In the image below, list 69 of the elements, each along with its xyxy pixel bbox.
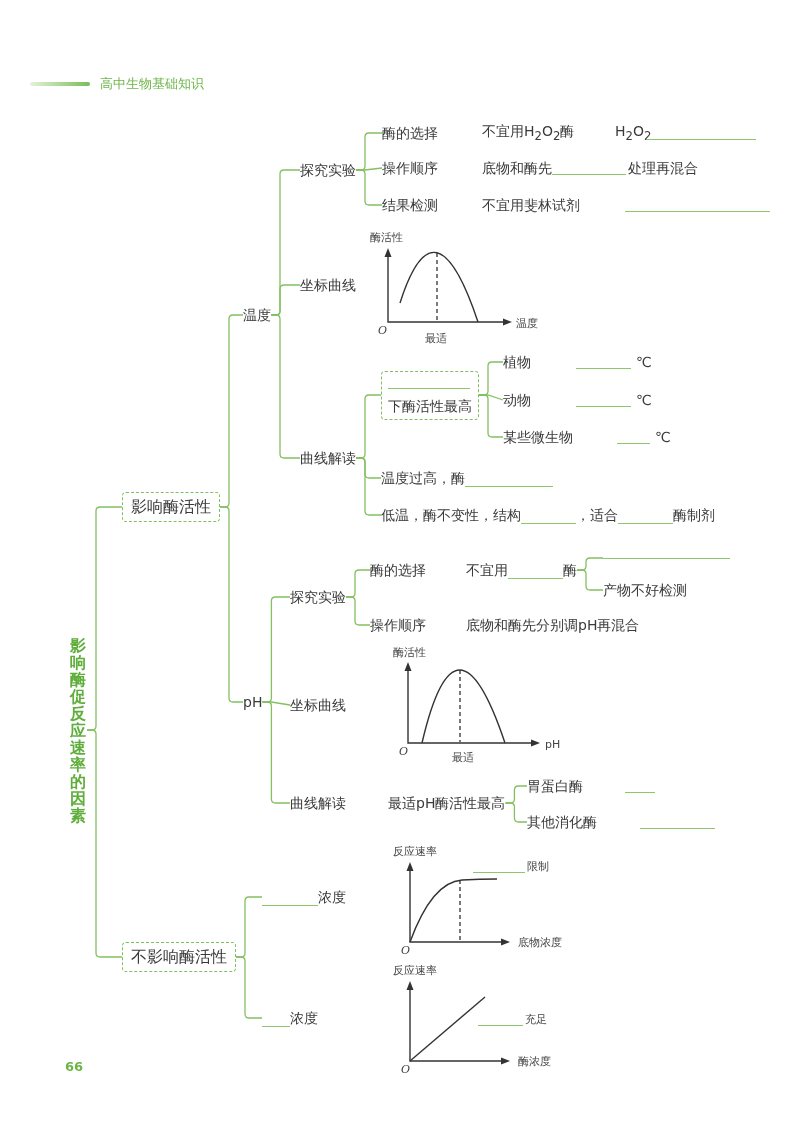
brace-connector [86, 729, 123, 958]
item-label: 操作顺序 [370, 616, 426, 634]
unit-label: ℃ [655, 428, 671, 446]
header-title: 高中生物基础知识 [100, 76, 204, 92]
item-label: 操作顺序 [382, 159, 438, 177]
branch-label: 坐标曲线 [290, 696, 346, 714]
origin-label: O [401, 943, 411, 957]
tick-label: 最适 [425, 331, 447, 345]
note-text: 不宜用斐林试剂 [482, 196, 580, 214]
note-text: 底物和酶先 [482, 159, 552, 177]
brace-connector [270, 314, 301, 459]
axis-title: 酶浓度 [518, 1054, 551, 1068]
branch-label: 曲线解读 [290, 794, 346, 812]
branch-label: 曲线解读 [300, 449, 356, 467]
page-number: 66 [65, 1059, 84, 1075]
condition-box [381, 370, 479, 420]
item-label: 酶的选择 [370, 561, 426, 579]
branch-label: 探究实验 [290, 588, 346, 606]
category-box: 影响酶活性 [122, 492, 220, 522]
brace-connector [219, 506, 244, 703]
item-label: 某些微生物 [503, 428, 573, 446]
brace-connector [355, 457, 382, 516]
statement-text: 酶制剂 [673, 506, 715, 524]
branch-label: 坐标曲线 [300, 276, 356, 294]
axis-title: 反应速率 [393, 844, 437, 858]
item-label: 下酶活性最高 [388, 396, 472, 415]
item-label: 植物 [503, 353, 531, 371]
brace-connector [355, 169, 383, 206]
root-topic-label: 影响酶促反应速率的因素 [70, 636, 87, 824]
item-label: 酶的选择 [382, 124, 438, 142]
axis-title: 底物浓度 [518, 935, 562, 949]
note-text: 底物和酶先分别调pH再混合 [466, 616, 640, 634]
statement-text: ，适合 [576, 506, 618, 524]
unit-label: ℃ [636, 391, 652, 409]
curve-annotation: 充足 [525, 1012, 547, 1026]
topic-label: pH [243, 693, 263, 711]
tick-label: 最适 [452, 750, 474, 764]
brace-connector [576, 569, 604, 591]
statement-text: 不宜用 [466, 561, 508, 579]
item-label: 产物不好检测 [603, 581, 687, 599]
brace-connector [504, 802, 528, 823]
item-label: 结果检测 [382, 196, 438, 214]
item-label: 胃蛋白酶 [527, 777, 583, 795]
item-label: 其他消化酶 [527, 813, 597, 831]
curve-annotation: 限制 [527, 859, 549, 873]
item-label: 温度过高，酶 [381, 469, 465, 487]
brace-connector [261, 701, 291, 804]
statement-text: 酶 [563, 561, 577, 579]
origin-label: O [378, 323, 388, 337]
note-text: 处理再混合 [628, 159, 698, 177]
statement-text: 低温，酶不变性，结构 [381, 506, 521, 524]
item-label: 浓度 [318, 888, 346, 906]
topic-label: 温度 [243, 306, 271, 324]
axis-title: 反应速率 [393, 963, 437, 977]
axis-title: pH [545, 737, 561, 751]
origin-label: O [399, 744, 409, 758]
item-label: 动物 [503, 391, 531, 409]
fill-in-line [603, 557, 730, 559]
axis-title: 酶活性 [370, 230, 403, 244]
axis-title: 温度 [516, 316, 538, 330]
brace-connector [235, 956, 263, 1019]
axis-title: 酶活性 [393, 645, 426, 659]
note-text: 不宜用H$_{2}$O$_{2}$酶 [482, 121, 575, 145]
branch-label: 探究实验 [300, 161, 356, 179]
unit-label: ℃ [636, 353, 652, 371]
origin-label: O [401, 1062, 411, 1076]
category-box: 不影响酶活性 [122, 942, 236, 972]
item-label: 浓度 [290, 1009, 318, 1027]
item-label: 最适pH酶活性最高 [388, 794, 506, 812]
